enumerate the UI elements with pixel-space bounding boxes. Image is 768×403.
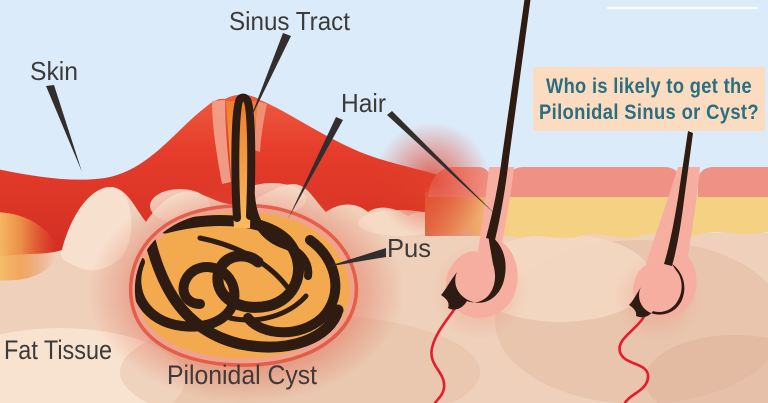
left-dermis-gradient	[0, 212, 56, 281]
pus-leader-line	[326, 248, 386, 267]
question-line-2: Pilonidal Sinus or Cyst?	[539, 101, 759, 124]
skin-leader-line	[46, 85, 82, 172]
sinus-tract-leader-line	[249, 33, 291, 122]
leader-lines	[46, 33, 496, 267]
hair-bulb-left	[441, 234, 506, 310]
bump-skin-blend	[374, 122, 490, 238]
label-hair: Hair	[341, 88, 386, 118]
label-pilonidal-cyst: Pilonidal Cyst	[167, 360, 317, 390]
sinus-hair-loop	[231, 93, 313, 280]
hair-shaft-left	[486, 0, 531, 240]
diagram-labels: Skin Sinus Tract Hair Pus Fat Tissue Pil…	[4, 6, 431, 390]
question-line-1: Who is likely to get the	[546, 75, 752, 98]
label-skin: Skin	[30, 56, 78, 86]
hair-leader-line-left	[288, 117, 343, 219]
question-box	[533, 67, 765, 131]
tangled-hair-ball	[134, 215, 344, 353]
label-sinus-tract: Sinus Tract	[229, 6, 351, 36]
hair-shafts-and-bulbs	[441, 0, 693, 318]
label-pus: Pus	[387, 233, 431, 263]
label-fat-tissue: Fat Tissue	[4, 335, 112, 365]
question-callout: Who is likely to get the Pilonidal Sinus…	[533, 67, 765, 131]
blood-vessels	[430, 297, 650, 403]
hair-leader-line-right	[387, 111, 496, 215]
hair-shaft-right	[664, 131, 693, 266]
